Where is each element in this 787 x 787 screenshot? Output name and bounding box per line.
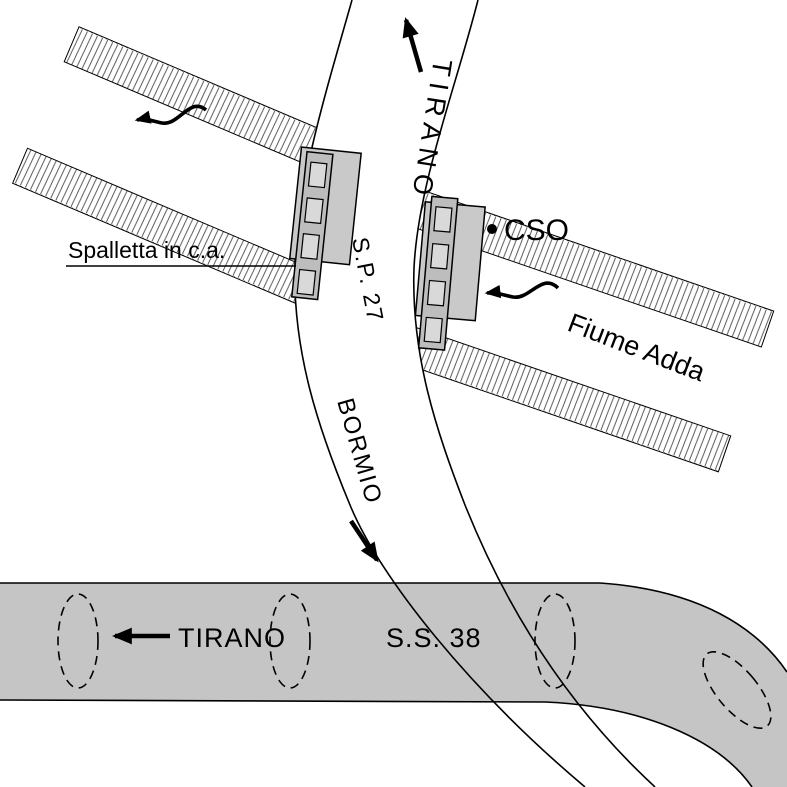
parapet-rung-icon — [426, 279, 447, 307]
bridge-left — [288, 146, 362, 301]
parapet-rung-icon — [433, 206, 453, 233]
label-cso: CSO — [504, 214, 569, 247]
bridge-right-parapet — [417, 195, 459, 351]
ss38-top-edge — [0, 582, 787, 673]
parapet-rung-icon — [307, 161, 328, 189]
ss38-bottom-edge — [0, 699, 753, 787]
sp27-road-surface — [294, 0, 655, 787]
parapet-rung-icon — [423, 316, 443, 344]
label-parapet-note: Spalletta in c.a. — [68, 237, 225, 263]
culvert-ellipse-1 — [57, 593, 99, 689]
river-flow-arrow-right-icon — [484, 281, 560, 299]
culvert-ellipse-4 — [702, 650, 772, 730]
ss38-road-surface — [0, 583, 787, 787]
label-road-ss38: S.S. 38 — [386, 623, 482, 653]
direction-arrow-up-icon — [402, 17, 424, 73]
culvert-ellipse-2 — [269, 593, 311, 689]
sp27-right-edge — [412, 0, 656, 787]
parapet-rung-icon — [296, 268, 317, 296]
parapet-rung-icon — [430, 242, 450, 270]
culvert-ellipse-3 — [534, 593, 576, 689]
cso-marker-dot-icon — [487, 224, 497, 234]
culvert-ellipse-4-group — [702, 650, 772, 730]
bridge-left-parapet — [290, 150, 334, 301]
direction-arrow-down-icon — [349, 519, 379, 563]
bridge-right — [414, 195, 486, 351]
parapet-rung-icon — [300, 233, 321, 260]
sp27-left-edge — [293, 0, 586, 787]
label-direction-tirano-bottom: TIRANO — [178, 623, 286, 653]
river-flow-arrow-left-icon — [134, 104, 208, 125]
parapet-rung-icon — [304, 197, 324, 225]
